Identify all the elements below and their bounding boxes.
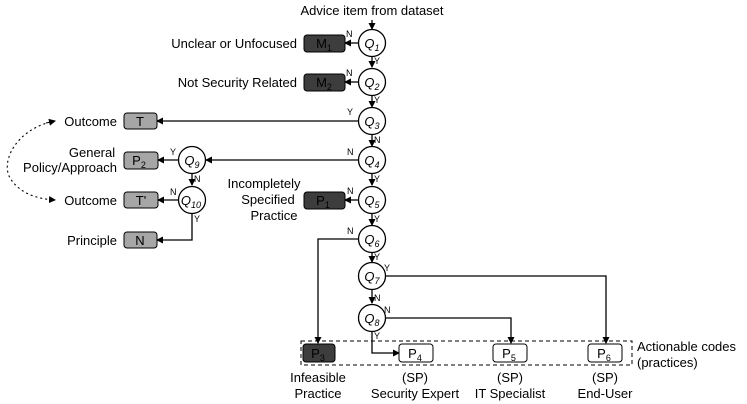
edge-label-q10-n: N [170, 187, 177, 197]
label-m1: Unclear or Unfocused [171, 36, 297, 51]
label-p6-line1: (SP) [592, 370, 618, 385]
label-p4-line1: (SP) [402, 370, 428, 385]
label-p2-line1: General [69, 145, 115, 160]
question-node-q3: Q3 [357, 106, 387, 136]
edge-label-q6-n: N [347, 226, 354, 236]
svg-text:Q4: Q4 [364, 153, 379, 170]
svg-text:Q3: Q3 [364, 114, 379, 131]
svg-text:P2: P2 [132, 153, 146, 170]
label-t-prime: Outcome [64, 193, 117, 208]
edge-q6-p3 [314, 238, 358, 344]
question-node-q5: Q5 [357, 185, 387, 215]
edge-label-q3-n: N [374, 135, 381, 145]
edge-labels: N Y N Y Y N N Y N Y N Y Y N N Y Y N N Y [170, 29, 391, 341]
edge-label-q9-y: Y [170, 147, 176, 157]
edge-label-q7-y: Y [384, 263, 390, 273]
label-actionable-line2: (practices) [637, 355, 698, 370]
svg-text:Q7: Q7 [364, 269, 380, 286]
label-t: Outcome [64, 114, 117, 129]
question-node-q9: Q9 [177, 145, 207, 175]
edge-label-q7-n: N [374, 293, 381, 303]
label-n: Principle [67, 233, 117, 248]
code-box-m1: M1 [303, 34, 346, 53]
code-box-n: N [123, 231, 158, 249]
svg-text:T: T [136, 114, 144, 129]
label-p1-line3: Practice [251, 208, 298, 223]
question-node-q4: Q4 [357, 145, 387, 175]
code-box-p3: P3 [302, 343, 336, 363]
edge-q7-p6 [386, 275, 610, 344]
start-label: Advice item from dataset [300, 3, 443, 18]
svg-text:T': T' [136, 193, 146, 208]
question-node-q1: Q1 [357, 28, 387, 58]
edge-label-q4-n: N [347, 147, 354, 157]
svg-text:Q9: Q9 [184, 153, 199, 170]
label-p4-line2: Security Expert [371, 386, 460, 401]
code-box-p5: P5 [492, 343, 528, 363]
edge-label-q2-y: Y [374, 95, 380, 105]
label-p5-line2: IT Specialist [475, 386, 546, 401]
label-m2: Not Security Related [178, 75, 297, 90]
edge-label-q5-n: N [347, 186, 354, 196]
edge-label-q1-y: Y [374, 56, 380, 66]
edge-label-q8-n: N [384, 305, 391, 315]
code-box-p4: P4 [398, 343, 434, 363]
svg-text:P5: P5 [502, 346, 516, 363]
svg-text:Q5: Q5 [364, 193, 380, 210]
edge-q8-p5 [386, 317, 515, 344]
code-boxes: M1 M2 T P2 T' N P1 P3 [123, 34, 633, 366]
edge-label-q5-y: Y [374, 214, 380, 224]
question-nodes: Q1 Q2 Q3 Q4 Q5 Q6 Q7 Q8 [177, 28, 387, 333]
label-p5-line1: (SP) [497, 370, 523, 385]
question-node-q7: Q7 [357, 261, 387, 291]
code-box-p1: P1 [303, 191, 346, 210]
svg-text:M1: M1 [316, 36, 332, 53]
question-node-q6: Q6 [357, 224, 387, 254]
svg-text:N: N [135, 233, 144, 248]
label-p3-line2: Practice [295, 386, 342, 401]
edge-label-q9-n: N [194, 174, 201, 184]
code-box-t-prime: T' [123, 191, 159, 209]
svg-text:Q1: Q1 [364, 36, 379, 53]
code-box-p2: P2 [123, 151, 159, 170]
edge-label-q3-y: Y [347, 107, 353, 117]
svg-text:Q2: Q2 [364, 75, 379, 92]
code-box-p6: P6 [587, 343, 623, 363]
question-node-q2: Q2 [357, 67, 387, 97]
edge-label-q10-y: Y [194, 214, 200, 224]
svg-text:P4: P4 [408, 346, 422, 363]
edge-q8-p4 [371, 331, 400, 357]
edge-q10-n [156, 214, 193, 244]
actionable-group-frame [300, 340, 633, 366]
label-p3-line1: Infeasible [290, 370, 346, 385]
edge-label-q1-n: N [346, 29, 353, 39]
svg-text:P3: P3 [311, 346, 325, 363]
code-box-t: T [123, 112, 158, 130]
svg-text:P1: P1 [316, 193, 330, 210]
label-p6-line2: End-User [578, 386, 634, 401]
svg-text:Q10: Q10 [181, 193, 201, 210]
label-p2-line2: Policy/Approach [23, 160, 117, 175]
question-node-q10: Q10 [177, 185, 207, 215]
svg-text:P6: P6 [597, 346, 611, 363]
label-p1-line2: Specified [241, 192, 294, 207]
svg-text:Q8: Q8 [364, 311, 379, 328]
label-actionable-line1: Actionable codes [637, 339, 737, 354]
edge-label-q2-n: N [346, 68, 353, 78]
label-p1-line1: Incompletely [228, 176, 301, 191]
edge-label-q6-y: Y [374, 252, 380, 262]
code-labels: Unclear or Unfocused Not Security Relate… [23, 36, 736, 401]
edge-label-q8-y: Y [374, 331, 380, 341]
question-node-q8: Q8 [357, 303, 387, 333]
edge-label-q4-y: Y [374, 174, 380, 184]
code-box-m2: M2 [303, 73, 346, 92]
svg-text:Q6: Q6 [364, 232, 379, 249]
connectors [6, 20, 610, 357]
svg-text:M2: M2 [316, 75, 332, 92]
